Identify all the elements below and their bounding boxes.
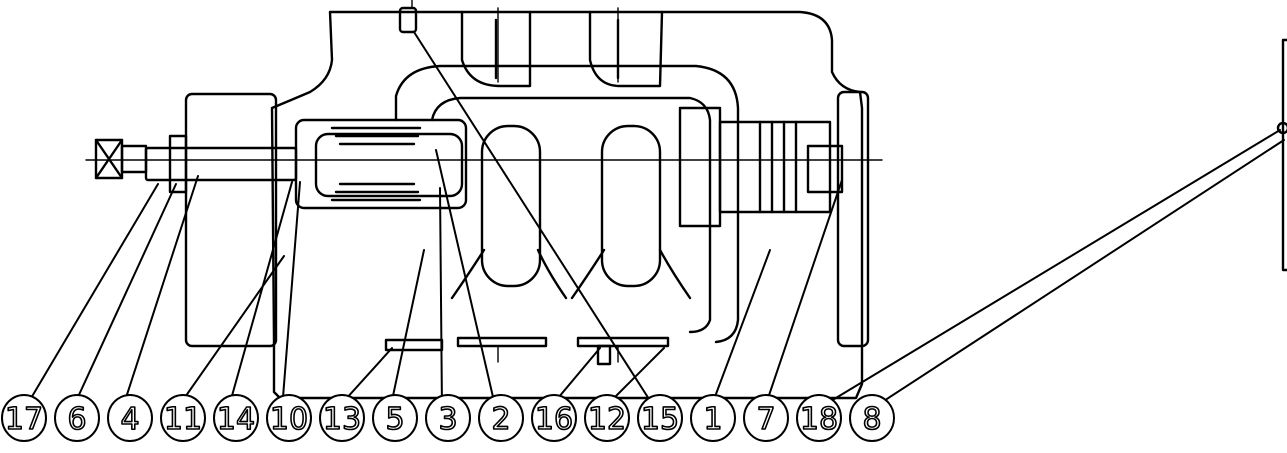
callout-label: 15 xyxy=(641,402,679,437)
callout-14: 14 xyxy=(213,394,259,442)
chamber-right xyxy=(600,124,662,288)
callout-label: 13 xyxy=(323,402,361,437)
upper-port-left xyxy=(460,10,532,88)
callout-6: 6 xyxy=(54,394,100,442)
plug-nut xyxy=(806,144,844,194)
callout-2: 2 xyxy=(478,394,524,442)
callout-7: 7 xyxy=(743,394,789,442)
callout-circle xyxy=(796,394,842,442)
left-end-cap xyxy=(184,92,278,348)
callout-label: 7 xyxy=(756,402,775,437)
solenoid-body xyxy=(678,106,722,228)
callout-label: 1 xyxy=(703,402,722,437)
stem-nut xyxy=(120,144,148,174)
callout-circle xyxy=(531,394,577,442)
callout-circle xyxy=(319,394,365,442)
callout-label: 10 xyxy=(270,402,308,437)
callout-circle xyxy=(743,394,789,442)
callout-10: 10 xyxy=(266,394,312,442)
callout-circle xyxy=(372,394,418,442)
callout-circle xyxy=(107,394,153,442)
callout-15: 15 xyxy=(637,394,683,442)
callout-1: 1 xyxy=(690,394,736,442)
callout-13: 13 xyxy=(319,394,365,442)
callout-label: 3 xyxy=(438,402,457,437)
vent-plug xyxy=(398,6,418,34)
callout-label: 8 xyxy=(862,402,881,437)
callout-label: 2 xyxy=(491,402,510,437)
bottom-flange-left xyxy=(456,336,548,348)
spring-pack xyxy=(330,126,422,202)
callout-17: 17 xyxy=(1,394,47,442)
callout-circle xyxy=(478,394,524,442)
callout-label: 17 xyxy=(5,402,43,437)
callout-label: 12 xyxy=(588,402,626,437)
callout-label: 14 xyxy=(217,402,255,437)
internal-passage-inner xyxy=(430,96,712,334)
callout-3: 3 xyxy=(425,394,471,442)
spool-inner xyxy=(314,132,464,198)
solenoid-coil xyxy=(718,120,832,214)
callout-12: 12 xyxy=(584,394,630,442)
upper-port-right xyxy=(588,10,664,88)
callout-11: 11 xyxy=(160,394,206,442)
valve-body-outline xyxy=(270,10,864,400)
callout-4: 4 xyxy=(107,394,153,442)
callout-circle xyxy=(849,394,895,442)
callout-label: 18 xyxy=(800,402,838,437)
internal-passage-outer xyxy=(394,64,740,344)
centerlines xyxy=(85,0,883,363)
right-end-cap xyxy=(836,90,870,348)
leader-lines xyxy=(23,31,1285,411)
drain-plug xyxy=(596,344,612,366)
stem-collar xyxy=(168,134,188,194)
callout-circle xyxy=(584,394,630,442)
callout-circle xyxy=(266,394,312,442)
callout-circle xyxy=(425,394,471,442)
callout-label: 4 xyxy=(120,402,139,437)
callout-circle xyxy=(1,394,47,442)
callout-circle xyxy=(213,394,259,442)
callout-circle xyxy=(160,394,206,442)
stem-square-cross xyxy=(94,138,124,180)
callout-label: 16 xyxy=(535,402,573,437)
callout-8: 8 xyxy=(849,394,895,442)
bottom-flange-right xyxy=(576,336,670,348)
chamber-left-base xyxy=(450,248,568,300)
callout-label: 5 xyxy=(385,402,404,437)
bottom-plate-left xyxy=(384,338,444,352)
callout-circle xyxy=(54,394,100,442)
right-edge-pin xyxy=(1276,121,1287,135)
chamber-right-base xyxy=(570,248,692,300)
callout-label: 11 xyxy=(164,402,202,437)
callout-circle xyxy=(690,394,736,442)
callout-label: 6 xyxy=(67,402,86,437)
solenoid-windings xyxy=(758,120,798,214)
callout-16: 16 xyxy=(531,394,577,442)
chamber-left xyxy=(480,124,542,288)
right-edge-fragment xyxy=(1281,38,1287,272)
callout-circle xyxy=(637,394,683,442)
callout-18: 18 xyxy=(796,394,842,442)
callout-5: 5 xyxy=(372,394,418,442)
